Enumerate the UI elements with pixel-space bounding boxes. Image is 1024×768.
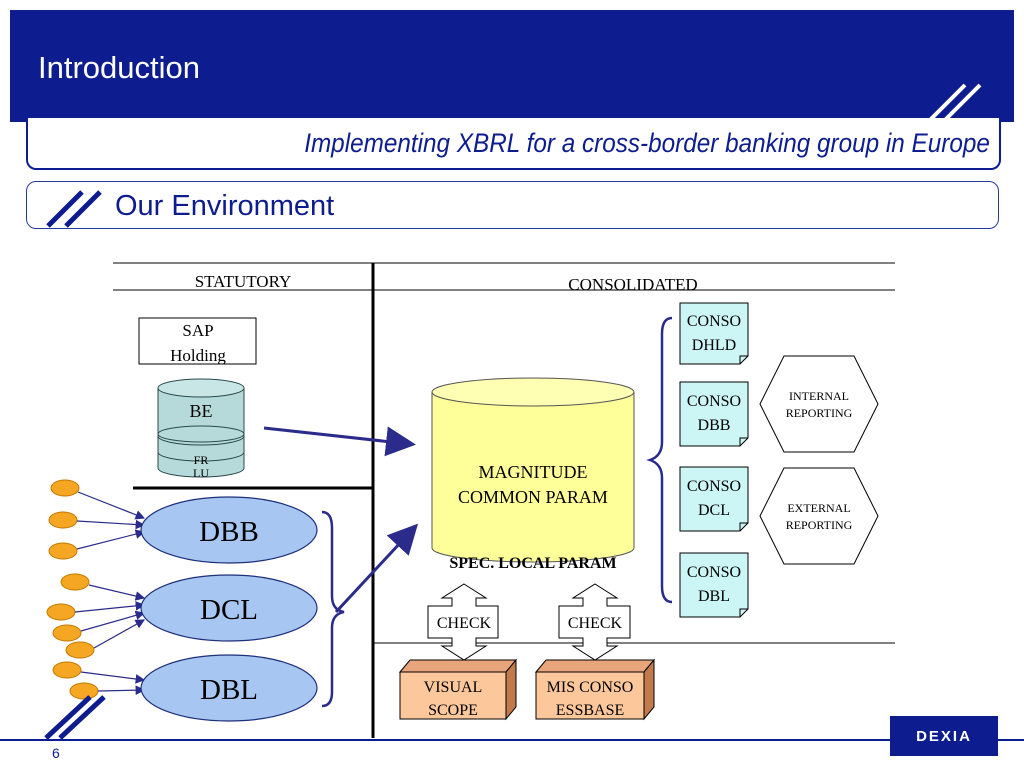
conso-dbb-line1: CONSO (687, 393, 741, 410)
page-number: 6 (52, 745, 60, 761)
conso-documents (679, 302, 749, 618)
source-nodes (46, 479, 99, 700)
magnitude-line2: COMMON PARAM (458, 487, 608, 507)
external-reporting-line1: EXTERNAL (787, 501, 850, 515)
section-frame (26, 181, 999, 229)
entity-dcl-label: DCL (200, 594, 258, 626)
mis-conso-line2: ESSBASE (556, 702, 624, 719)
source-node (60, 573, 90, 591)
entity-dbb (140, 496, 318, 564)
magnitude-line1: MAGNITUDE (479, 462, 588, 482)
source-node (52, 661, 82, 679)
internal-reporting-line2: REPORTING (786, 406, 853, 420)
entity-dbl-label: DBL (200, 674, 258, 706)
source-node (46, 603, 76, 621)
flow-arrow (263, 426, 416, 457)
entity-dcl (140, 574, 318, 642)
conso-dhld-line2: DHLD (692, 337, 736, 354)
source-node (48, 542, 78, 560)
section-title: Our Environment (115, 190, 335, 222)
source-node (69, 682, 99, 700)
double-slash-icon (46, 190, 102, 228)
source-node (52, 624, 82, 642)
check-left-label: CHECK (437, 615, 492, 632)
source-arrows (74, 491, 146, 695)
column-header-statutory: STATUTORY (195, 272, 292, 291)
check-right-label: CHECK (568, 615, 623, 632)
column-header-consolidated: CONSOLIDATED (568, 275, 697, 294)
conso-dcl-line1: CONSO (687, 478, 741, 495)
conso-dbb-line2: DBB (698, 417, 731, 434)
database-stack (157, 378, 245, 478)
visual-scope-box (398, 658, 518, 721)
table-lines (113, 262, 895, 738)
slide-title: Introduction (38, 50, 200, 85)
conso-dcl-line2: DCL (698, 502, 730, 519)
sap-holding-line2: Holding (170, 346, 226, 365)
header-bar (10, 10, 1014, 122)
internal-reporting-hexagon (759, 355, 879, 453)
visual-scope-line2: SCOPE (428, 702, 478, 719)
dexia-logo: DEXIA (890, 716, 998, 756)
source-node (50, 479, 80, 497)
mis-conso-box (534, 658, 656, 721)
mis-conso-line1: MIS CONSO (547, 679, 634, 696)
conso-dbl-line1: CONSO (687, 564, 741, 581)
database-fr-label: FR (194, 453, 209, 467)
external-reporting-line2: REPORTING (786, 518, 853, 532)
conso-dhld-line1: CONSO (687, 313, 741, 330)
internal-reporting-line1: INTERNAL (789, 389, 849, 403)
double-slash-icon (928, 83, 982, 122)
sap-holding-line1: SAP (182, 321, 213, 340)
flow-arrow (334, 523, 419, 614)
external-reporting-hexagon (759, 467, 879, 565)
visual-scope-line1: VISUAL (424, 679, 483, 696)
magnitude-local-param: SPEC. LOCAL PARAM (449, 555, 616, 572)
footer-line (0, 739, 1024, 741)
source-node (65, 641, 95, 659)
database-lu-label: LU (193, 466, 209, 480)
database-be-label: BE (189, 401, 212, 421)
conso-brace (646, 316, 673, 604)
entities-brace (321, 510, 345, 708)
conso-dbl-line2: DBL (698, 588, 730, 605)
subtitle-frame (26, 118, 1001, 170)
source-node (48, 511, 78, 529)
entity-dbb-label: DBB (199, 516, 259, 548)
slide-subtitle: Implementing XBRL for a cross-border ban… (304, 128, 990, 158)
entity-dbl (140, 654, 318, 722)
double-slash-icon (44, 695, 106, 740)
magnitude-cylinder (431, 377, 635, 563)
sap-holding-box (138, 317, 257, 365)
